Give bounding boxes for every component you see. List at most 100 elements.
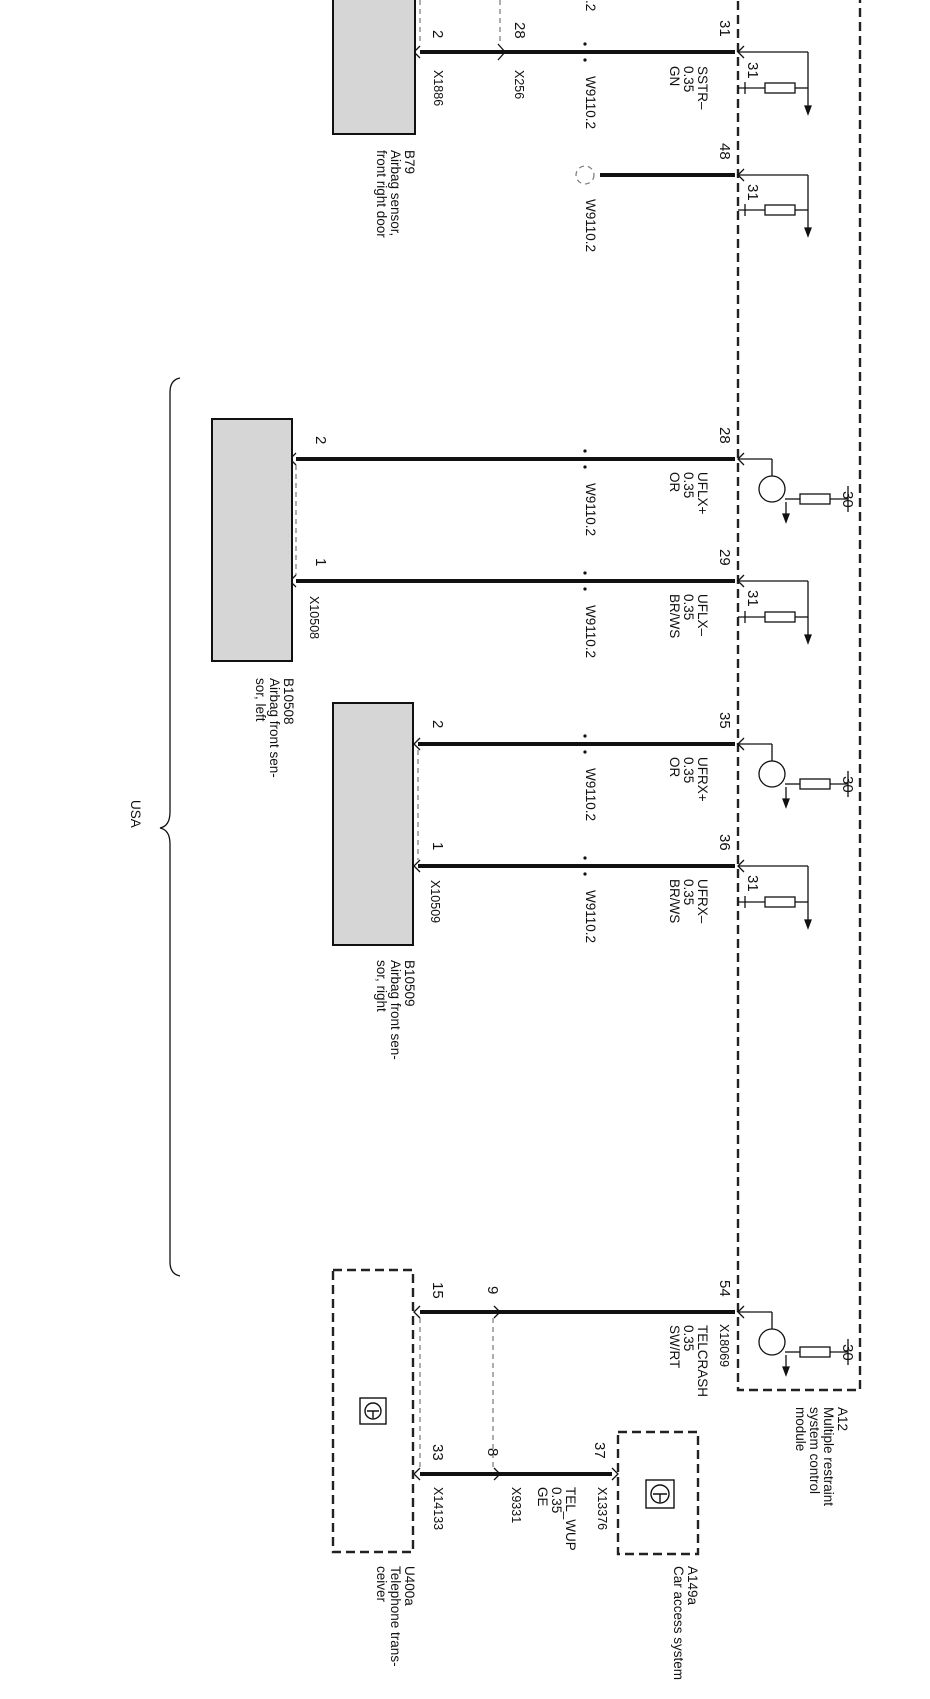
device-a149a-caption: A149a Car access system — [671, 1566, 700, 1680]
svg-text:0.35: 0.35 — [681, 1325, 696, 1351]
svg-text:Car access system: Car access system — [671, 1566, 686, 1680]
region-label: USA — [128, 800, 143, 828]
svg-text:BR/WS: BR/WS — [667, 594, 682, 638]
inline-pin-w1: 28 — [511, 22, 528, 39]
device-u400a-box — [331, 1268, 415, 1554]
internal-circuit-pin54 — [738, 1311, 849, 1377]
svg-text:0.35: 0.35 — [681, 594, 696, 620]
bundle-w1: W9110.2 — [583, 76, 598, 129]
wire-label-w7: TELCRASH 0.35 SW/RT — [667, 1325, 710, 1397]
term-w4: 31 — [744, 590, 761, 607]
device-b10508-caption: B10508 Airbag front sen- sor, left — [253, 678, 296, 778]
internal-circuit-pin31 — [738, 51, 812, 116]
pin-w7: 54 — [716, 1280, 733, 1297]
pin-w2: 48 — [716, 143, 733, 160]
module-a12-name-3: module — [793, 1407, 808, 1451]
svg-text:TEL_WUP: TEL_WUP — [563, 1487, 578, 1551]
device-a149a-box — [616, 1430, 700, 1556]
device-b79-box — [332, 0, 416, 135]
internal-circuit-pin36 — [738, 865, 812, 930]
svg-text:U400a: U400a — [402, 1566, 417, 1606]
svg-text:UFLX+: UFLX+ — [695, 472, 710, 515]
svg-text:OR: OR — [667, 472, 682, 493]
region-brace — [159, 377, 181, 1277]
svg-text:SSTR–: SSTR– — [695, 66, 710, 110]
svg-text:B10509: B10509 — [402, 960, 417, 1007]
svg-text:A149a: A149a — [685, 1566, 700, 1606]
bundle-w6: W9110.2 — [583, 890, 598, 943]
dev-pin-w4: 1 — [312, 558, 329, 566]
svg-text:sor, right: sor, right — [374, 960, 389, 1012]
bundle-w5: W9110.2 — [583, 768, 598, 821]
inline-conn-x256: X256 — [512, 70, 526, 99]
svg-text:0.35: 0.35 — [681, 472, 696, 498]
svg-text:B79: B79 — [402, 150, 417, 174]
svg-text:0.35: 0.35 — [681, 879, 696, 905]
wire-label-w3: UFLX+ 0.35 OR — [667, 472, 710, 515]
dev-conn-x1886: X1886 — [431, 70, 445, 106]
wire-label-w4: UFLX– 0.35 BR/WS — [667, 594, 710, 638]
device-u400a-caption: U400a Telephone trans- ceiver — [374, 1566, 417, 1667]
term-w7: 30 — [839, 1344, 856, 1361]
wire-label-w1: SSTR– 0.35 GN — [667, 66, 710, 110]
svg-text:SW/RT: SW/RT — [667, 1325, 682, 1368]
bundle-w2: W9110.2 — [583, 199, 598, 252]
svg-text:Airbag front sen-: Airbag front sen- — [388, 960, 403, 1060]
internal-circuit-pin48 — [738, 174, 812, 238]
dev-conn-x14133: X14133 — [431, 1487, 445, 1530]
dev-conn-x10509: X10509 — [428, 880, 442, 923]
term-w2: 31 — [744, 184, 761, 201]
wire-label-w5: UFRX+ 0.35 OR — [667, 757, 710, 802]
dev-pin-w7: 15 — [429, 1282, 446, 1299]
internal-circuit-pin35 — [738, 743, 849, 809]
dev-pin-w8: 33 — [429, 1444, 446, 1461]
module-a12-name-1: Multiple restraint — [821, 1407, 836, 1506]
term-w1: 31 — [744, 62, 761, 79]
svg-text:Airbag front sen-: Airbag front sen- — [267, 678, 282, 778]
svg-text:0.35: 0.35 — [549, 1487, 564, 1513]
wire-break-marks — [583, 42, 587, 876]
svg-text:front right door: front right door — [374, 150, 389, 238]
pin-w5: 35 — [716, 712, 733, 729]
bundle-w3: W9110.2 — [583, 483, 598, 536]
term-w3: 30 — [839, 491, 856, 508]
internal-circuit-pin28 — [738, 458, 849, 524]
module-a12-box — [736, 0, 862, 1392]
svg-text:0.35: 0.35 — [681, 757, 696, 783]
svg-text:UFLX–: UFLX– — [695, 594, 710, 637]
wire-pin48-break — [575, 165, 595, 185]
dev-pin-w5: 2 — [429, 720, 446, 728]
device-b10509-caption: B10509 Airbag front sen- sor, right — [374, 960, 417, 1060]
device-b79-caption: B79 Airbag sensor, front right door — [374, 150, 417, 238]
bundle-w4: W9110.2 — [583, 605, 598, 658]
dev-pin-w6: 1 — [429, 842, 446, 850]
device-b10508-box — [211, 418, 293, 662]
dev-pin-w3: 2 — [312, 436, 329, 444]
wire-label-w6: UFRX– 0.35 BR/WS — [667, 879, 710, 924]
svg-text:UFRX–: UFRX– — [695, 879, 710, 924]
dev-pin-w1: 2 — [429, 30, 446, 38]
internal-circuit-pin29 — [738, 580, 812, 645]
svg-text:sor, left: sor, left — [253, 678, 268, 722]
connector-x256-mark — [497, 43, 506, 61]
svg-text:GE: GE — [535, 1487, 550, 1507]
wire-label-w8: TEL_WUP 0.35 GE — [535, 1487, 578, 1551]
svg-text:0.35: 0.35 — [681, 66, 696, 92]
term-w6: 31 — [744, 875, 761, 892]
inline-conn-x9331: X9331 — [509, 1487, 523, 1523]
term-w5: 30 — [839, 776, 856, 793]
pin-w4: 29 — [716, 549, 733, 566]
svg-text:OR: OR — [667, 757, 682, 778]
svg-text:UFRX+: UFRX+ — [695, 757, 710, 802]
module-a12-caption: A12 Multiple restraint system control mo… — [793, 1407, 850, 1506]
svg-text:ceiver: ceiver — [374, 1566, 389, 1603]
pin-w1: 31 — [716, 20, 733, 37]
svg-text:B10508: B10508 — [281, 678, 296, 725]
svg-text:Airbag sensor,: Airbag sensor, — [388, 150, 403, 236]
module-a12-name-2: system control — [807, 1407, 822, 1494]
pin-w8: 37 — [591, 1442, 608, 1459]
inline-pin-w8: 8 — [484, 1448, 501, 1456]
inline-pin-w7: 9 — [484, 1286, 501, 1294]
svg-text:GN: GN — [667, 66, 682, 86]
